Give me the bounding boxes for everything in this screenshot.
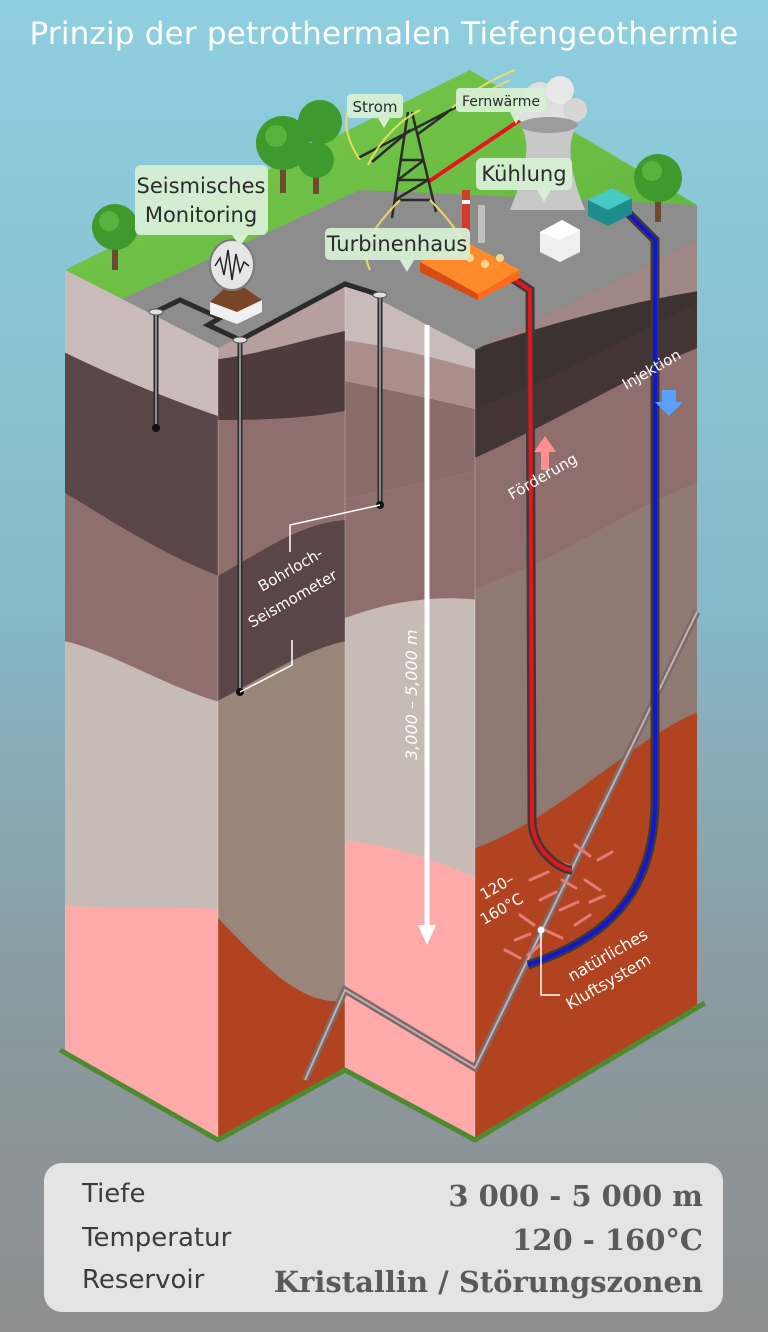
- info-row-temperatur: Temperatur 120 - 160°C: [44, 1223, 723, 1263]
- info-key: Tiefe: [82, 1179, 146, 1209]
- kluft-marker: [537, 926, 545, 934]
- kuehlung-label: Kühlung: [481, 162, 566, 186]
- info-value: Kristallin / Störungszonen: [273, 1265, 703, 1299]
- info-value: 3 000 - 5 000 m: [448, 1179, 703, 1213]
- info-row-reservoir: Reservoir Kristallin / Störungszonen: [44, 1265, 723, 1305]
- fault-zone: [301, 610, 701, 1082]
- injection-down-arrow: [655, 390, 683, 416]
- leader-lines: [239, 504, 560, 996]
- callout-texts: Strom Fernwärme Kühlung Seismisches Moni…: [137, 94, 567, 256]
- substation: [540, 220, 580, 262]
- borehole-heads: [148, 291, 388, 344]
- well-pipes: [426, 118, 660, 970]
- production-pipe: [498, 268, 573, 872]
- ground-base: [58, 1000, 707, 1143]
- depth-arrow: [418, 325, 436, 945]
- block-edges: [217, 282, 476, 1138]
- monitoring-label: Monitoring: [145, 203, 257, 227]
- trees: [92, 100, 682, 270]
- injection-pipe: [527, 203, 657, 967]
- depth-label: 3,000 – 5,000 m: [402, 630, 421, 760]
- info-key: Temperatur: [82, 1223, 232, 1253]
- strata-front-face: [345, 282, 475, 1138]
- callout-shapes: [135, 88, 572, 272]
- diagram-title: Prinzip der petrothermalen Tiefengeother…: [29, 16, 739, 52]
- production-up-arrow: [534, 436, 556, 470]
- fernwaerme-label: Fernwärme: [462, 94, 540, 110]
- seismometer-sensors: [152, 424, 384, 696]
- borehole-casing: [155, 295, 381, 692]
- info-key: Reservoir: [82, 1265, 205, 1295]
- summary-panel: Tiefe 3 000 - 5 000 m Temperatur 120 - 1…: [44, 1163, 723, 1312]
- seismisches-label: Seismisches: [137, 174, 266, 198]
- strata-left-face: [65, 270, 218, 1138]
- info-row-tiefe: Tiefe 3 000 - 5 000 m: [44, 1179, 723, 1219]
- info-value: 120 - 160°C: [512, 1223, 703, 1257]
- strata-notch-face: [218, 282, 345, 1138]
- monitoring-station: [209, 239, 262, 324]
- turbine-house: [420, 190, 520, 300]
- strom-label: Strom: [352, 98, 397, 116]
- injection-pump-house: [588, 188, 632, 226]
- turbinenhaus-label: Turbinenhaus: [326, 232, 468, 256]
